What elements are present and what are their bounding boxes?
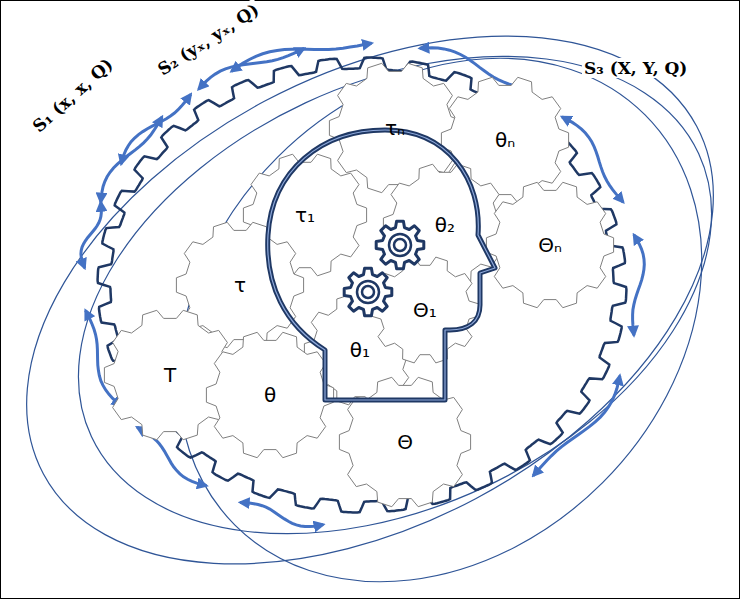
gear-outline <box>371 257 478 363</box>
set-label: S₁ (x, x, Q) <box>27 53 118 138</box>
cycle-arrow <box>533 376 620 476</box>
set-label: S₃ (X, Y, Q) <box>582 58 689 78</box>
set-ellipse <box>72 0 740 599</box>
head-gears <box>344 221 424 316</box>
gear-label: Θ₁ <box>413 299 437 321</box>
gear-outline <box>339 377 470 506</box>
gear-label: T <box>164 364 176 386</box>
gear-outline <box>104 310 235 439</box>
head-outline-inner <box>268 130 495 400</box>
cycle-arrow <box>420 48 526 89</box>
cluster-outline <box>98 58 627 513</box>
gear-label: Θ <box>397 431 413 453</box>
gear-outline <box>206 332 333 457</box>
small-gear <box>376 221 424 269</box>
cycle-arrow <box>199 48 305 89</box>
gear-label: τ₁ <box>295 204 315 226</box>
cycle-arrows <box>81 43 644 526</box>
small-gear-hub <box>389 234 411 256</box>
small-gear <box>344 268 392 316</box>
small-gear-hub <box>394 239 406 251</box>
cycle-arrow <box>101 117 162 202</box>
gear-node: Θ <box>337 374 473 510</box>
gear-label: θₙ <box>495 129 515 151</box>
gear-label: θ <box>264 384 276 406</box>
head-outline <box>268 130 495 400</box>
cycle-arrow <box>121 94 191 164</box>
gear-label: Θₙ <box>538 234 562 256</box>
gear-node: θ <box>204 329 336 461</box>
cycle-arrow <box>633 235 645 336</box>
cycle-arrow <box>232 43 372 71</box>
gear-label: θ₂ <box>435 214 455 236</box>
gear-outline <box>486 182 613 307</box>
gear-node: Θ₁ <box>369 254 481 366</box>
gear-label: θ₁ <box>350 339 370 361</box>
cycle-arrow <box>81 202 101 268</box>
gear-label: τₙ <box>385 117 405 139</box>
cycle-arrow <box>240 503 323 527</box>
small-gear-hub <box>357 281 379 303</box>
set-label: S₂ (yₓ, yₓ, Q) <box>152 0 264 81</box>
gear-label: τ <box>234 274 246 296</box>
small-gear-hub <box>362 286 374 298</box>
gear-node: Θₙ <box>484 179 616 311</box>
